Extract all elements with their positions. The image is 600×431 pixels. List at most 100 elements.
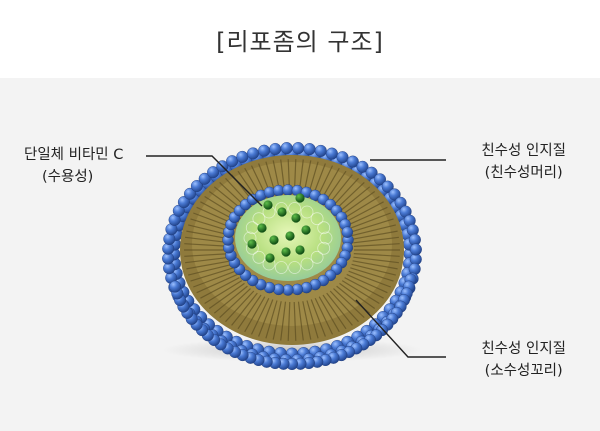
tail-strand — [353, 236, 399, 244]
outer-head-bead — [190, 179, 203, 192]
header: [리포좀의 구조] — [0, 0, 600, 78]
tail-strand — [346, 273, 388, 294]
tail-strand — [351, 263, 396, 276]
tail-strand — [244, 296, 266, 333]
vitamin-c-particle — [263, 200, 273, 210]
label-vitamin-c: 단일체 비타민 C (수용성) — [24, 144, 123, 188]
tail-strand — [306, 300, 319, 339]
outer-head-bead — [207, 166, 220, 179]
label-hydrophobic-tail: 친수성 인지질 (소수성꼬리) — [481, 338, 566, 382]
tail-strand — [352, 260, 398, 270]
tail-strand — [280, 301, 287, 341]
tail-strand — [353, 253, 400, 257]
outer-head-bead — [336, 151, 349, 164]
label-vitamin-c-line2: (수용성) — [42, 169, 94, 185]
label-vitamin-c-line1: 단일체 비타민 C — [24, 147, 124, 163]
tail-strand — [353, 256, 399, 264]
tail-strand — [186, 260, 232, 270]
outer-head-bead — [314, 144, 327, 157]
tail-strand — [348, 270, 391, 288]
aqueous-core — [235, 193, 341, 281]
core-cell — [274, 261, 288, 274]
label-head-line2: (친수성머리) — [484, 165, 563, 181]
inner-head-bead — [341, 226, 353, 238]
core-cell — [317, 241, 331, 255]
core-cell — [300, 257, 314, 271]
core-cell — [319, 231, 333, 245]
core-cell — [310, 250, 324, 264]
outer-head-bead — [292, 142, 305, 155]
tail-strand — [314, 297, 334, 335]
tail-strand — [350, 267, 394, 282]
core-cell — [288, 261, 302, 274]
tail-strand — [287, 301, 291, 341]
vitamin-c-particle — [291, 213, 301, 223]
outer-head-bead — [388, 188, 401, 201]
tail-strand — [193, 270, 236, 288]
tail-strand — [185, 256, 231, 264]
tail-strand — [297, 301, 304, 341]
tail-strand — [326, 292, 353, 326]
tail-strand — [346, 206, 388, 227]
tail-strand — [351, 224, 396, 237]
core-cell — [317, 221, 331, 235]
tail-strand — [196, 273, 238, 294]
vitamin-c-particle — [301, 225, 311, 235]
tail-strand — [200, 277, 240, 299]
tail-strand — [348, 212, 391, 230]
tail-strand — [353, 243, 400, 247]
vitamin-c-particle — [277, 207, 287, 217]
leader-lines — [146, 155, 446, 358]
label-hydrophilic-head: 친수성 인지질 (친수성머리) — [481, 140, 566, 184]
outer-head-bead — [325, 147, 338, 160]
tail-strand — [184, 243, 231, 247]
outer-head-bead — [374, 173, 387, 186]
core-cell — [310, 212, 324, 226]
tail-strand — [293, 301, 297, 341]
outer-head-bead — [356, 160, 369, 173]
tail-strand — [272, 301, 282, 340]
tail-strand — [188, 263, 233, 276]
tail-strand — [341, 195, 380, 220]
outer-head-bead — [198, 172, 211, 185]
label-tail-line1: 친수성 인지질 — [481, 341, 566, 357]
vitamin-c-particle — [295, 193, 305, 203]
tail-strand — [204, 280, 243, 305]
tail-strand — [333, 288, 365, 319]
vitamin-c-particle — [295, 245, 305, 255]
tail-strand — [190, 267, 234, 282]
vitamin-c-particle — [269, 235, 279, 245]
tail-strand — [237, 294, 262, 330]
label-tail-line2: (소수성꼬리) — [484, 363, 563, 379]
outer-head-bead — [236, 150, 249, 163]
outer-head-bead — [246, 147, 259, 160]
tail-strand — [219, 288, 251, 319]
tail-strand — [329, 290, 359, 323]
vitamin-c-particle — [265, 253, 275, 263]
tail-strand — [250, 297, 270, 335]
outer-head-bead — [365, 166, 378, 179]
outer-head-bead — [346, 155, 359, 168]
tail-strand — [231, 292, 258, 326]
outer-head-bead — [226, 155, 239, 168]
rim-head-bead — [169, 280, 182, 293]
outer-head-bead — [269, 142, 282, 155]
tail-strand — [336, 186, 371, 215]
tail-strand — [184, 253, 231, 257]
tail-strand — [302, 301, 312, 340]
tail-strand — [339, 282, 376, 309]
tail-strand — [258, 299, 274, 337]
tail-strand — [350, 218, 394, 233]
outer-head-bead — [280, 142, 293, 155]
leader-line-vitamin — [146, 155, 263, 207]
tail-strand — [310, 299, 326, 337]
outer-head-bead — [258, 144, 271, 157]
outer-head-bead — [183, 187, 196, 200]
tail-strand — [213, 285, 248, 314]
tail-strand — [341, 280, 380, 305]
outer-head-bead — [381, 180, 394, 193]
page-title: [리포좀의 구조] — [216, 28, 384, 56]
tail-strand — [322, 294, 347, 330]
outer-head-bead — [409, 243, 422, 256]
tail-strand — [225, 290, 255, 323]
